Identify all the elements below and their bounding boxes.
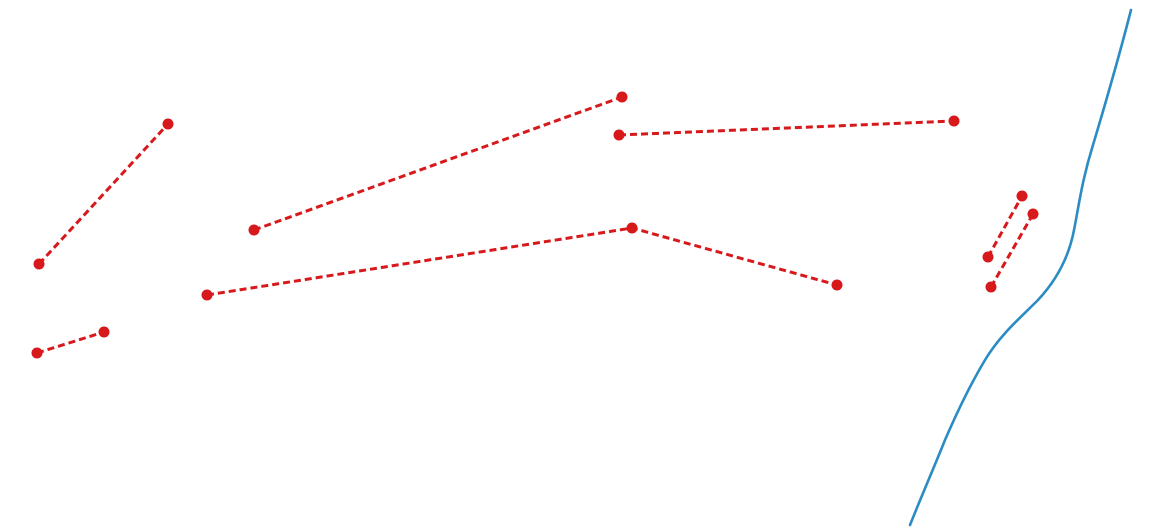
route-line <box>989 213 1035 288</box>
route-line <box>37 122 170 266</box>
route-line <box>206 226 838 297</box>
route-node[interactable] <box>613 129 625 141</box>
route-node[interactable] <box>33 258 45 270</box>
route-line <box>253 95 623 232</box>
route-node[interactable] <box>616 91 628 103</box>
route-node[interactable] <box>162 118 174 130</box>
route-4 <box>201 222 843 301</box>
route-node[interactable] <box>985 281 997 293</box>
route-2 <box>31 326 110 359</box>
route-1 <box>33 118 174 270</box>
route-node[interactable] <box>831 279 843 291</box>
route-node[interactable] <box>201 289 213 301</box>
route-6 <box>982 190 1028 263</box>
river-layer <box>908 8 1133 527</box>
route-5 <box>613 115 960 141</box>
route-node[interactable] <box>98 326 110 338</box>
route-node[interactable] <box>248 224 260 236</box>
route-node[interactable] <box>1016 190 1028 202</box>
route-node[interactable] <box>626 222 638 234</box>
route-node[interactable] <box>31 347 43 359</box>
route-line <box>36 330 105 355</box>
route-3 <box>248 91 628 236</box>
route-7 <box>985 208 1039 293</box>
route-line <box>618 119 955 137</box>
routes-layer <box>31 91 1039 359</box>
route-node[interactable] <box>1027 208 1039 220</box>
route-node[interactable] <box>948 115 960 127</box>
route-node[interactable] <box>982 251 994 263</box>
route-line <box>986 195 1024 258</box>
river-line <box>908 8 1133 527</box>
